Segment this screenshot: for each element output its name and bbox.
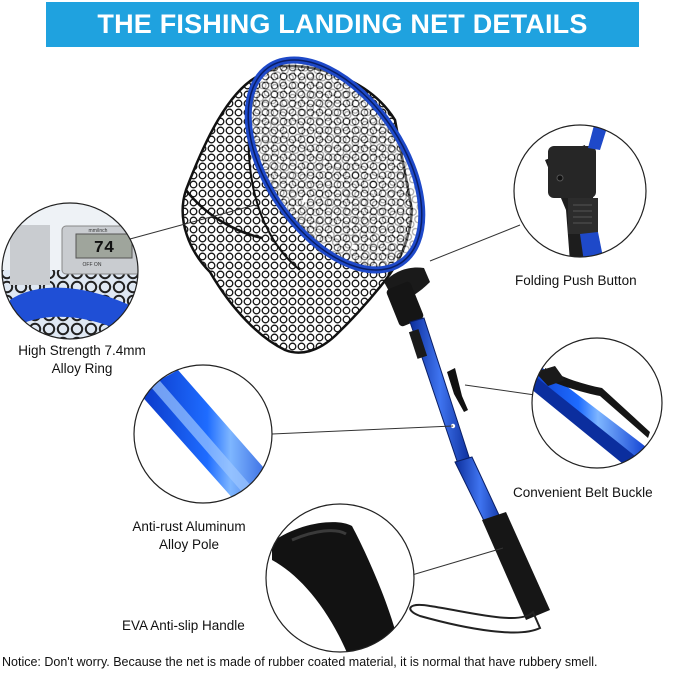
pole-label-line2: Alloy Pole bbox=[158, 537, 220, 552]
net-hoop bbox=[244, 56, 426, 274]
alloy-ring-label-line2: Alloy Ring bbox=[51, 361, 113, 376]
caliper-reading: 74 bbox=[94, 239, 114, 258]
alloy-ring-label-line1: High Strength 7.4mm bbox=[18, 343, 146, 358]
caliper-switch: OFF ON bbox=[83, 262, 102, 268]
pole-closeup bbox=[133, 364, 273, 504]
title-banner: THE FISHING LANDING NET DETAILS bbox=[46, 2, 639, 47]
push-button-label: Folding Push Button bbox=[515, 273, 637, 288]
belt-buckle-closeup bbox=[531, 337, 663, 469]
pole-label: Anti-rust Aluminum Alloy Pole bbox=[118, 518, 260, 554]
pole-label-line1: Anti-rust Aluminum bbox=[132, 519, 246, 534]
handle-label: EVA Anti-slip Handle bbox=[122, 618, 245, 633]
folding-joint bbox=[384, 267, 430, 327]
banner-title: THE FISHING LANDING NET DETAILS bbox=[97, 9, 588, 39]
handle-closeup bbox=[265, 503, 415, 653]
eva-handle bbox=[409, 512, 550, 634]
notice-text: Notice: Don't worry. Because the net is … bbox=[2, 655, 598, 669]
belt-buckle-label: Convenient Belt Buckle bbox=[513, 485, 653, 500]
caliper-unit: mm/inch bbox=[89, 228, 108, 234]
pole bbox=[408, 317, 507, 550]
callout-lines bbox=[129, 204, 536, 576]
alloy-ring-label: High Strength 7.4mm Alloy Ring bbox=[6, 342, 158, 378]
push-button-closeup bbox=[513, 124, 647, 258]
alloy-ring-closeup: 74 mm/inch OFF ON bbox=[1, 202, 139, 340]
